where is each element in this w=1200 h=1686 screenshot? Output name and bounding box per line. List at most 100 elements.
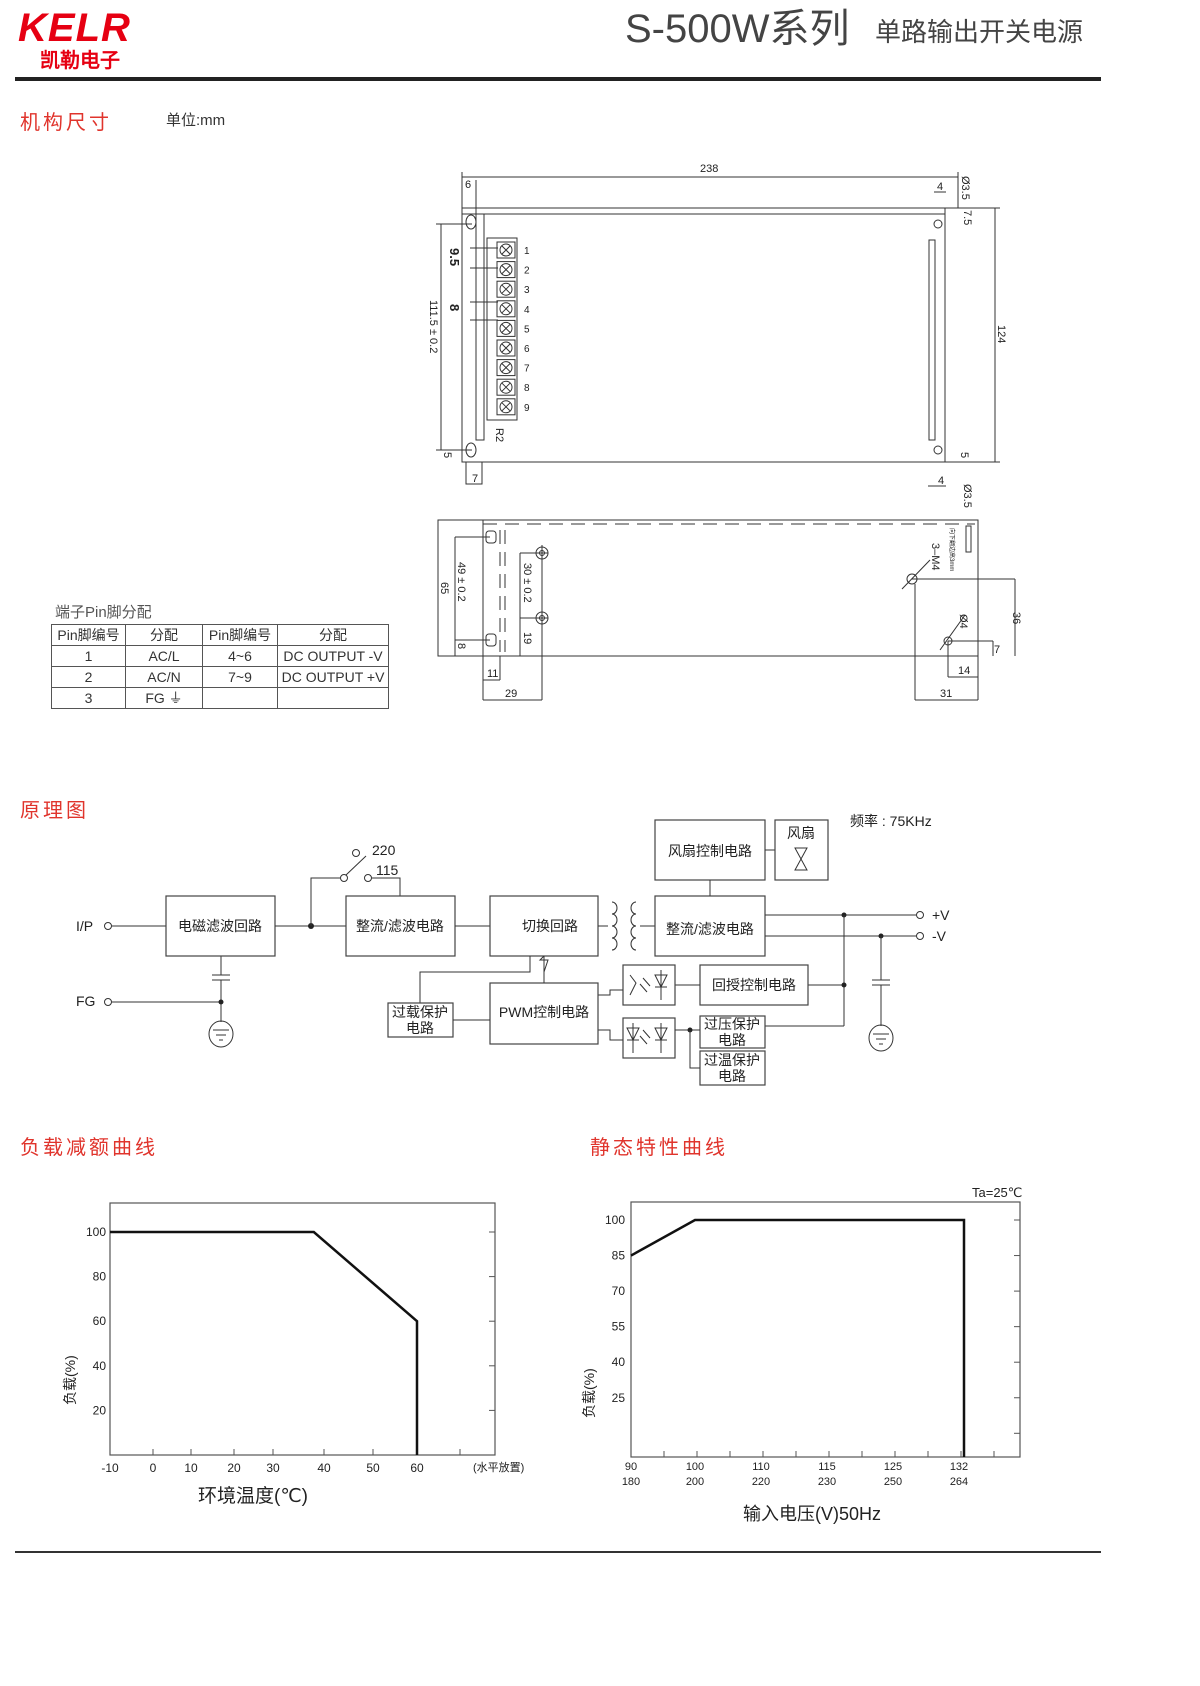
page-subtitle: 单路输出开关电源	[875, 17, 1084, 47]
block-label: 切换回路	[522, 918, 578, 934]
mount-hole	[465, 214, 477, 230]
y-tick-label: 20	[93, 1403, 107, 1417]
left-bracket	[475, 213, 485, 441]
table-cell: DC OUTPUT +V	[277, 666, 389, 688]
table-row: 2 AC/N 7~9 DC OUTPUT +V	[51, 666, 389, 688]
ground-icon	[208, 1020, 234, 1048]
terminal-screw-icon	[499, 302, 513, 316]
x-tick-label: 60	[410, 1461, 424, 1475]
ground-icon	[868, 1024, 894, 1052]
dim-label: 7	[472, 473, 478, 485]
terminal-screw-icon	[499, 341, 513, 355]
x-tick-label: 0	[150, 1461, 157, 1475]
y-tick-label: 100	[605, 1213, 625, 1227]
brand-logo: KELR	[18, 6, 131, 50]
block-diagram: 频率 : 75KHz I/P FG 电磁滤波回路 220 115 整流/滤波电路…	[76, 813, 950, 1086]
page-title: S-500W系列	[625, 7, 850, 51]
dim-height: 124	[995, 325, 1007, 343]
unit-label: 单位:mm	[166, 112, 226, 129]
block-label: 整流/滤波电路	[356, 918, 444, 934]
derating-note: (水平放置)	[473, 1460, 524, 1474]
block-label: 电磁滤波回路	[178, 918, 262, 934]
x-tick-label: 132	[950, 1461, 968, 1473]
ovp-block	[699, 1015, 766, 1049]
chassis-outline	[461, 207, 946, 463]
table-cell: 4~6	[202, 645, 278, 667]
output-rectifier-block	[654, 895, 766, 957]
mechanical-heading: 机构尺寸	[20, 112, 112, 134]
header-divider	[15, 77, 1101, 81]
dim-label: 30 ± 0.2	[521, 563, 533, 603]
dim-label: Ø3.5	[959, 176, 971, 200]
dim-label: 29	[505, 688, 517, 700]
x-tick-label: 40	[317, 1461, 331, 1475]
fan-control-block	[654, 819, 766, 881]
terminal-screw-icon	[499, 361, 513, 375]
terminal-screw-icon	[501, 402, 511, 412]
switch-115-label: 115	[376, 862, 399, 878]
terminal-number: 3	[524, 285, 530, 296]
optocoupler-icon	[622, 1017, 676, 1059]
x-tick-label: 110	[752, 1461, 770, 1473]
terminal	[496, 398, 516, 416]
right-bracket	[928, 239, 936, 441]
block-label: 风扇	[787, 825, 815, 841]
table-cell: DC OUTPUT -V	[277, 645, 389, 667]
mount-hole	[933, 445, 943, 455]
y-tick-label: 40	[612, 1355, 626, 1369]
x-tick-label: 125	[884, 1461, 902, 1473]
output-pos-label: +V	[932, 907, 950, 923]
static-ylabel: 负载(%)	[581, 1368, 597, 1418]
dim-label: 5	[958, 452, 970, 458]
dim-label: 8	[447, 304, 462, 311]
table-cell: AC/L	[125, 645, 203, 667]
block-label: 回授控制电路	[712, 977, 796, 993]
plot-frame	[109, 1202, 496, 1456]
dim-label: 36	[1010, 612, 1022, 624]
y-tick-label: 25	[612, 1391, 626, 1405]
terminal	[496, 319, 516, 337]
feedback-block	[699, 964, 809, 1006]
dim-label: R2	[493, 428, 505, 442]
terminal-number: 2	[524, 266, 530, 277]
static-note: Ta=25℃	[972, 1185, 1022, 1200]
terminal-screw-icon	[499, 400, 513, 414]
derating-ylabel: 负载(%)	[62, 1355, 78, 1405]
block-label: 电路	[718, 1032, 746, 1048]
terminal-screw-icon	[501, 304, 511, 314]
x-tick-label: -10	[101, 1461, 119, 1475]
dim-label: 7.5	[961, 210, 973, 225]
transformer-icon	[598, 901, 655, 951]
header-cell: 分配	[277, 624, 389, 646]
terminal-number: 9	[524, 403, 530, 414]
side-outline	[437, 519, 979, 657]
terminal-screw-icon	[501, 343, 511, 353]
terminal	[496, 378, 516, 396]
mount-hole	[933, 219, 943, 229]
derating-heading: 负载减额曲线	[20, 1137, 158, 1159]
dim-label: 5	[441, 452, 453, 458]
x-tick-label: 200	[686, 1476, 704, 1488]
static-heading: 静态特性曲线	[590, 1137, 728, 1159]
bend-note: 向下翻边高3mm	[948, 528, 956, 571]
x-tick-label: 230	[818, 1476, 836, 1488]
terminal-number: 6	[524, 344, 530, 355]
otp-block	[699, 1050, 766, 1086]
x-tick-label: 100	[686, 1461, 704, 1473]
x-tick-label: 115	[818, 1461, 836, 1473]
terminal	[496, 339, 516, 357]
x-tick-label: 20	[227, 1461, 241, 1475]
switching-block	[489, 895, 599, 957]
header-cell: Pin脚编号	[202, 624, 278, 646]
dim-label: 14	[958, 665, 970, 677]
ip-label: I/P	[76, 918, 93, 934]
block-label: 过载保护	[392, 1004, 448, 1020]
table-header-row: Pin脚编号 分配 Pin脚编号 分配	[51, 624, 389, 646]
table-cell	[277, 687, 389, 709]
dim-label: 8	[455, 643, 467, 649]
table-row: 1 AC/L 4~6 DC OUTPUT -V	[51, 645, 389, 667]
side-view-drawing: 49 ± 0.2 65 8 30 ± 0.2 19 11 29 向下翻边高3mm…	[437, 519, 1022, 701]
